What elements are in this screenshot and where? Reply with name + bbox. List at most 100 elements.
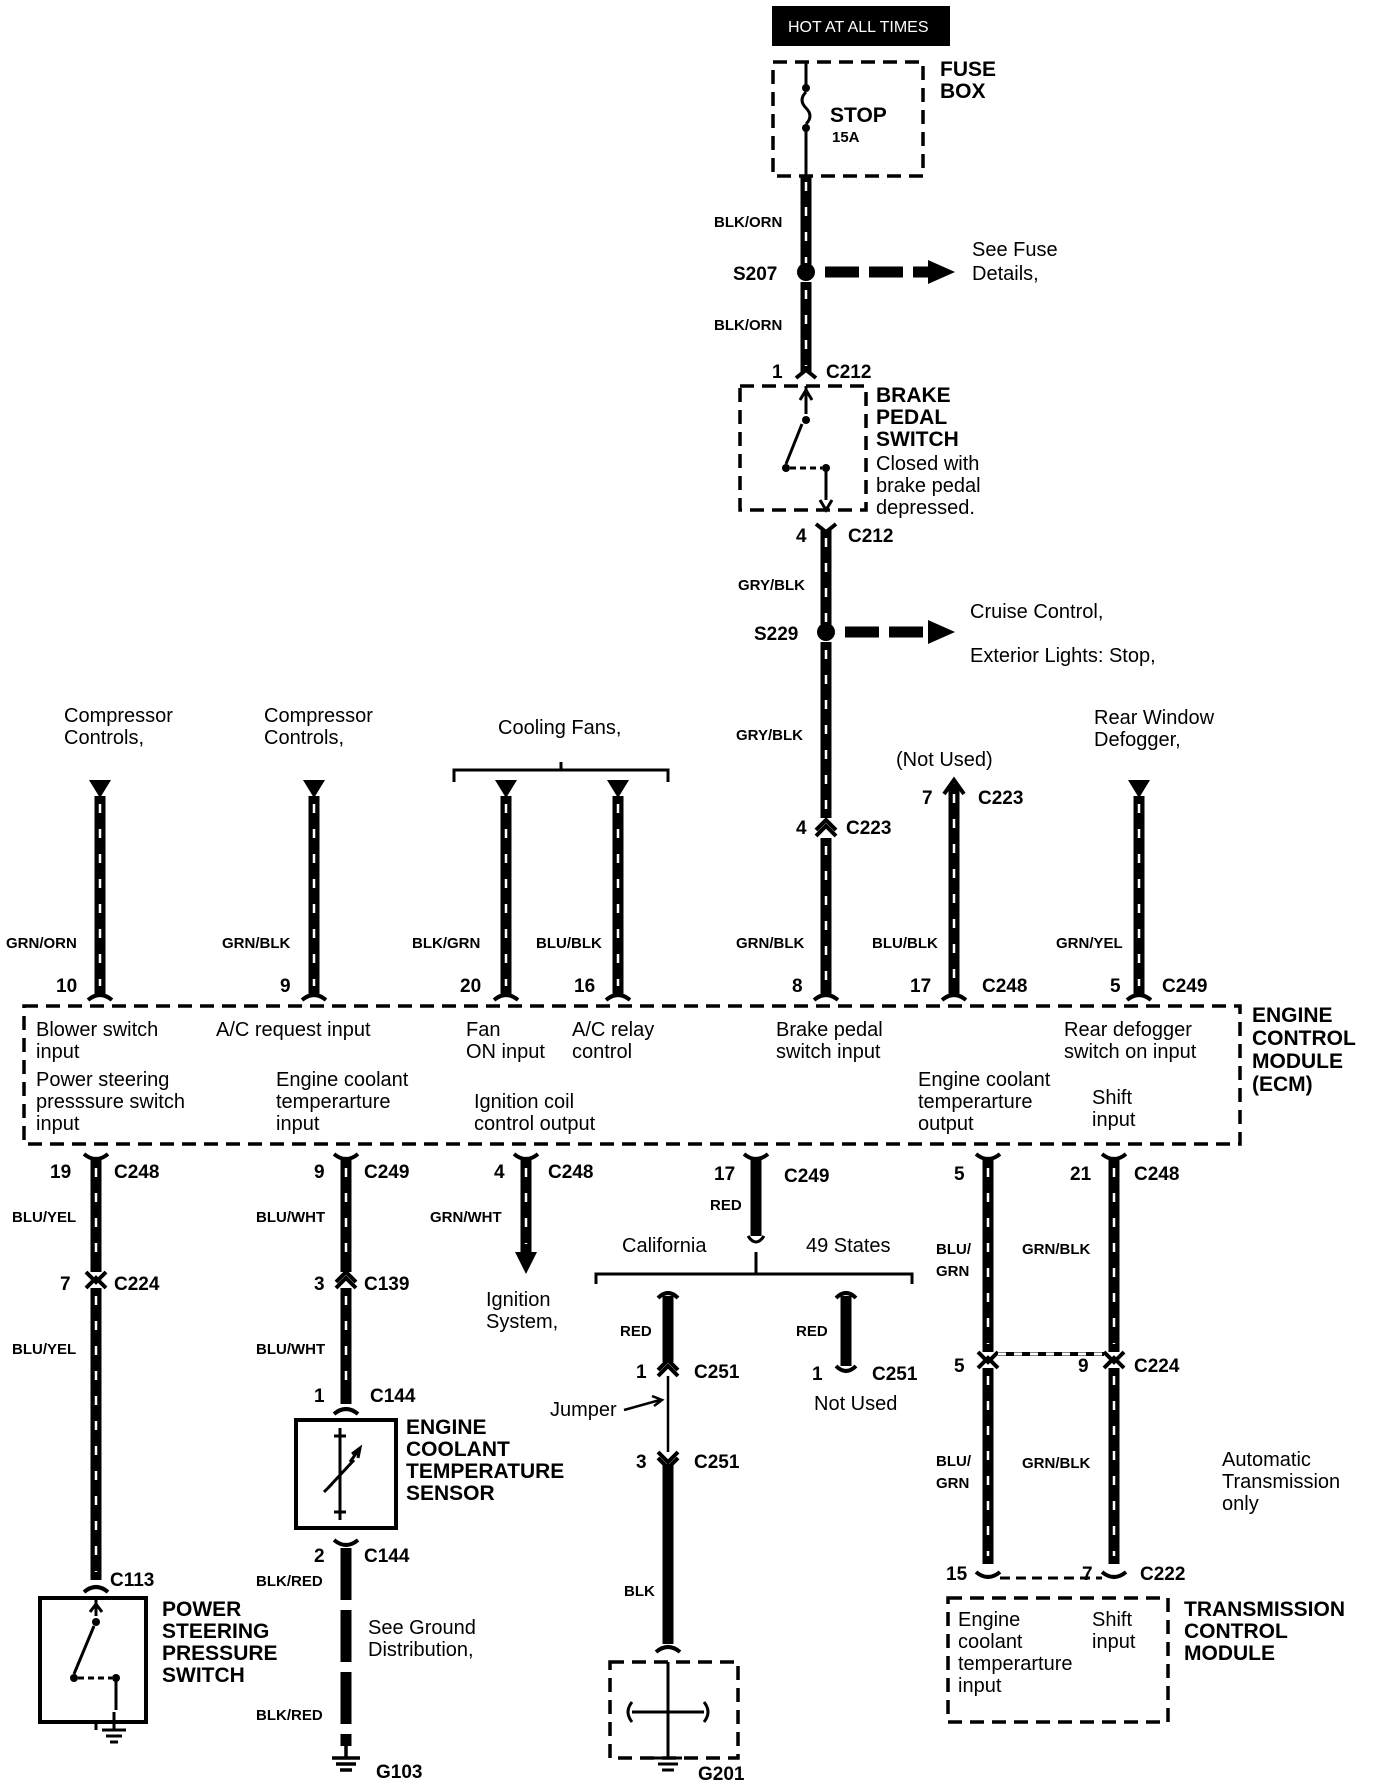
fuse-details-ref-1: See Fuse <box>972 239 1058 261</box>
c223-pin7-arrow <box>942 776 966 796</box>
compressor-ref-1b: Controls, <box>64 727 144 749</box>
connector-label-c144-bottom: C144 <box>364 1546 410 1567</box>
pin-3-c139: 3 <box>314 1274 325 1295</box>
ect-sensor-title-3: TEMPERATURE <box>406 1460 564 1483</box>
brake-switch-pivot <box>802 416 810 424</box>
pin-8: 8 <box>792 976 803 997</box>
connector-label-c248-top: C248 <box>982 976 1027 997</box>
brake-switch-note-2: brake pedal <box>876 475 981 497</box>
cal-upper-conn <box>656 1291 680 1300</box>
pin-3-c251: 3 <box>636 1452 647 1473</box>
pin-9-ect: 9 <box>314 1162 325 1183</box>
pin-20: 20 <box>460 976 481 997</box>
ignition-ref-1: Ignition <box>486 1289 551 1311</box>
fuse-symbol-icon <box>800 62 812 176</box>
wire-label-grn-blk-shift-1: GRN/BLK <box>1022 1241 1090 1258</box>
connector-c139-pin3 <box>334 1269 358 1290</box>
wire-label-blu-yel-2: BLU/YEL <box>12 1341 76 1358</box>
rear-window-ref-2: Defogger, <box>1094 729 1181 751</box>
ignition-ref-2: System, <box>486 1311 558 1333</box>
pin-15: 15 <box>946 1564 968 1585</box>
connector-c224-tcm <box>976 1350 1126 1370</box>
fuse-rating: 15A <box>832 129 860 146</box>
connector-label-c251-cal-1: C251 <box>694 1362 740 1383</box>
ect-thermistor-icon <box>322 1428 363 1520</box>
splice-s229 <box>817 623 835 641</box>
ecm-fan-2: ON input <box>466 1041 545 1063</box>
ect-sensor-outline <box>294 1418 398 1530</box>
tcm-outline <box>946 1596 1170 1724</box>
tcm-ect-4: input <box>958 1675 1002 1697</box>
connector-label-c144-top: C144 <box>370 1386 416 1407</box>
connector-c222 <box>974 1570 1128 1579</box>
compressor-ref-1a: Compressor <box>64 705 173 727</box>
pin-2-c144: 2 <box>314 1546 325 1567</box>
cooling-fans-bracket <box>452 762 670 782</box>
splice-s207-label: S207 <box>733 264 777 285</box>
ecm-blower-2: input <box>36 1041 80 1063</box>
ground-g103-icon <box>332 1746 360 1772</box>
wire-label-grn-orn: GRN/ORN <box>6 935 77 952</box>
connector-label-c222: C222 <box>1140 1564 1185 1585</box>
ecm-ac-relay-1: A/C relay <box>572 1019 654 1041</box>
tcm-shift-2: input <box>1092 1631 1136 1653</box>
not-used-top-ref: (Not Used) <box>896 749 993 771</box>
connector-label-c223-a: C223 <box>846 818 891 839</box>
exterior-lights-ref: Exterior Lights: Stop, <box>970 645 1156 667</box>
wire-label-blu-grn-2b: GRN <box>936 1475 969 1492</box>
tcm-ect-3: temperarture <box>958 1653 1073 1675</box>
ps-switch-title-2: STEERING <box>162 1620 269 1643</box>
pin-5-c224: 5 <box>954 1356 965 1377</box>
fuse-terminal-top <box>802 84 810 92</box>
connector-label-c223-b: C223 <box>978 788 1023 809</box>
ecm-shift-1: Shift <box>1092 1087 1132 1109</box>
cooling-fans-ref: Cooling Fans, <box>498 717 621 739</box>
pin-5-bottom: 5 <box>954 1164 965 1185</box>
jumper-pointer <box>623 1394 665 1412</box>
brake-switch-note-1: Closed with <box>876 453 979 475</box>
cooling-fan-2-arrow <box>607 780 629 798</box>
brake-switch-title-2: PEDAL <box>876 406 947 429</box>
pin-1-c212: 1 <box>772 362 783 383</box>
pin-1-c251-states: 1 <box>812 1364 823 1385</box>
wire-label-blu-grn-1a: BLU/ <box>936 1241 972 1258</box>
wire-label-gry-blk-2: GRY/BLK <box>736 727 803 744</box>
pin-17-top: 17 <box>910 976 931 997</box>
connector-c144-pin1 <box>332 1407 360 1416</box>
ps-switch-ground-icon <box>102 1712 126 1744</box>
s207-arrow-head <box>928 260 955 284</box>
connector-c144-pin2 <box>332 1538 360 1547</box>
brake-switch-contacts-icon <box>784 386 828 500</box>
fuse-box-outline <box>771 60 925 178</box>
hot-at-all-times-label: HOT AT ALL TIMES <box>788 19 929 36</box>
tcm-ect-2: coolant <box>958 1631 1023 1653</box>
cal-49-bracket <box>594 1252 914 1284</box>
ps-switch-title-4: SWITCH <box>162 1664 245 1687</box>
pin-4-c223: 4 <box>796 818 807 839</box>
ecm-ign-1: Ignition coil <box>474 1091 574 1113</box>
connector-label-c249-ect: C249 <box>364 1162 409 1183</box>
brake-switch-note-3: depressed. <box>876 497 975 519</box>
ect-sensor-title-1: ENGINE <box>406 1416 487 1439</box>
rear-window-ref-1: Rear Window <box>1094 707 1215 729</box>
connector-label-c251-cal-2: C251 <box>694 1452 740 1473</box>
wire-label-blu-blk-relay: BLU/BLK <box>536 935 602 952</box>
ecm-bottom-pin-arcs <box>82 1152 1128 1161</box>
wire-label-gry-blk-1: GRY/BLK <box>738 577 805 594</box>
fuse-name: STOP <box>830 104 887 127</box>
ps-switch-title-1: POWER <box>162 1598 241 1621</box>
ground-g201-label: G201 <box>698 1764 745 1784</box>
splice-s229-label: S229 <box>754 624 798 645</box>
splice-s207 <box>797 263 815 281</box>
ecm-title-2: CONTROL <box>1252 1027 1356 1050</box>
compressor-2-arrow <box>303 780 325 798</box>
fuse-box-title-1: FUSE <box>940 58 996 81</box>
wire-label-blk-orn-2: BLK/ORN <box>714 317 782 334</box>
ps-switch-contact-a <box>70 1674 78 1682</box>
cruise-control-ref: Cruise Control, <box>970 601 1103 623</box>
wire-label-blk: BLK <box>624 1583 655 1600</box>
ecm-ect-in-3: input <box>276 1113 320 1135</box>
hot-at-all-times-banner <box>772 6 950 46</box>
ignition-arrow <box>515 1252 537 1274</box>
wire-label-blk-red-1: BLK/RED <box>256 1573 323 1590</box>
